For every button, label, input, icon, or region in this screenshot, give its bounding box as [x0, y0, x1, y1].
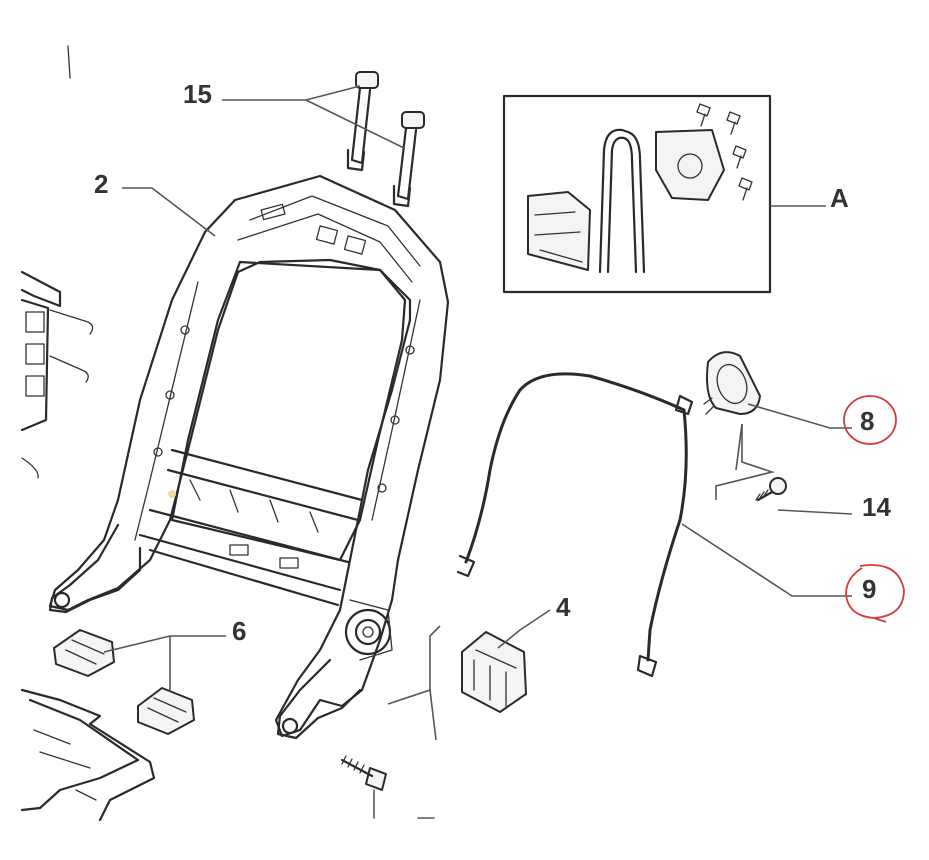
highlight-circle-8 — [843, 395, 897, 445]
headrest-guide-tubes — [346, 71, 425, 208]
highlight-circle-9 — [845, 564, 905, 623]
callout-6: 6 — [232, 616, 246, 646]
callout-4: 4 — [556, 592, 571, 622]
scan-mark — [67, 45, 71, 79]
recline-handle-part-8 — [703, 351, 761, 415]
release-cable-part-9 — [456, 372, 694, 678]
callout-2: 2 — [94, 169, 108, 199]
scan-speck — [168, 490, 176, 498]
screw-part-14 — [755, 477, 787, 502]
callout-9: 9 — [862, 574, 876, 604]
callout-15: 15 — [183, 79, 212, 109]
bolt — [340, 755, 387, 819]
kit-a-box — [502, 94, 772, 294]
clip-part-6-upper — [53, 629, 115, 677]
callout-8: 8 — [860, 406, 874, 436]
seat-back-frame — [48, 174, 450, 740]
callout-14: 14 — [862, 492, 891, 522]
clip-part-6-lower — [137, 687, 195, 735]
seat-cushion-frame-partial — [20, 270, 156, 822]
callout-a: A — [830, 183, 849, 213]
clip-part-4 — [461, 631, 527, 713]
